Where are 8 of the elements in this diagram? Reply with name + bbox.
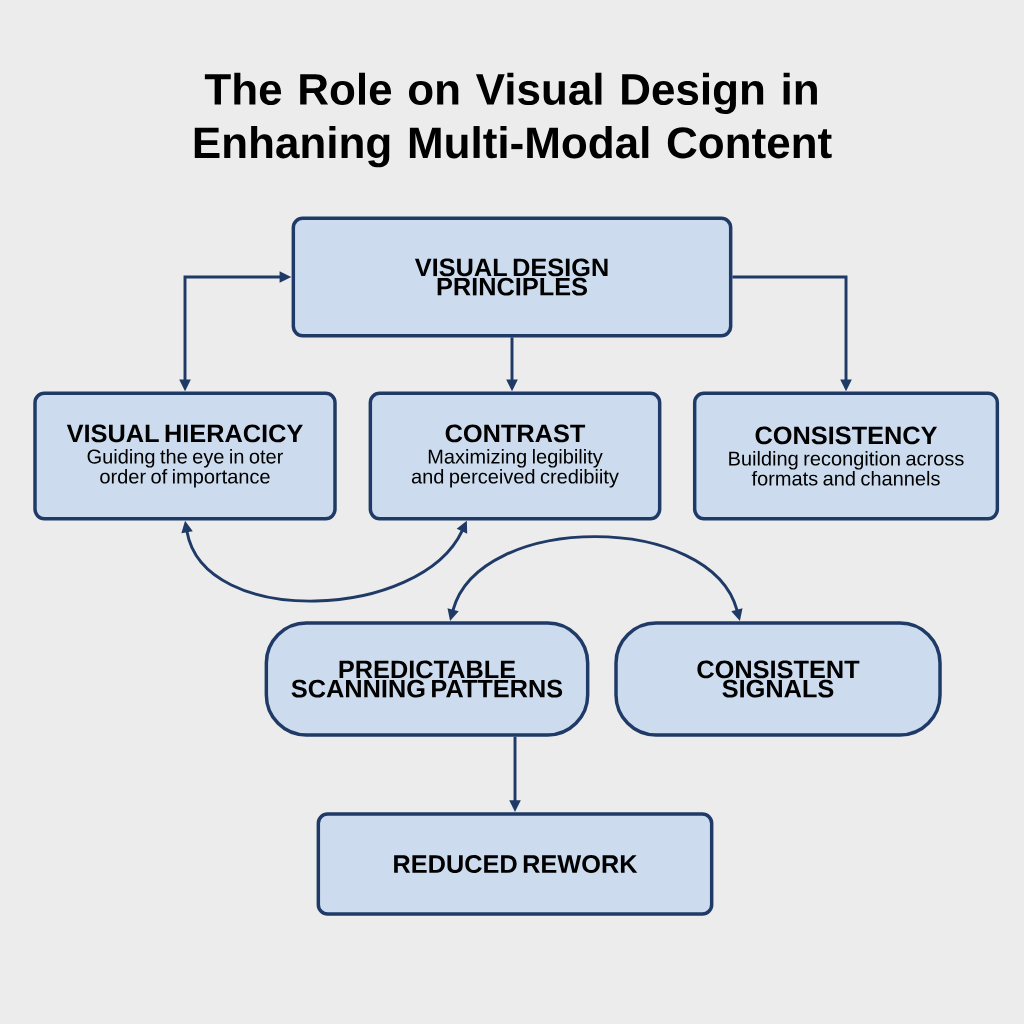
process-box: CONSISTENCY Building recongition across formats and channels	[692, 391, 1000, 521]
process-box: REDUCED REWORK	[316, 812, 714, 916]
process-box: CONSISTENT SIGNALS	[614, 621, 942, 737]
title: The Role on Visual Design in Enhaning Multi-Modal Content	[194, 72, 832, 168]
process-box: VISUAL HIERACICY Guiding the eye in oter order of importance	[33, 391, 337, 521]
process-box: VISUAL DESIGN PRINCIPLES	[291, 216, 733, 338]
process-box: PREDICTABLE SCANNING PATTERNS	[264, 621, 590, 737]
process-box: CONTRAST Maximizing legibility and perceived credibiity	[368, 391, 662, 521]
